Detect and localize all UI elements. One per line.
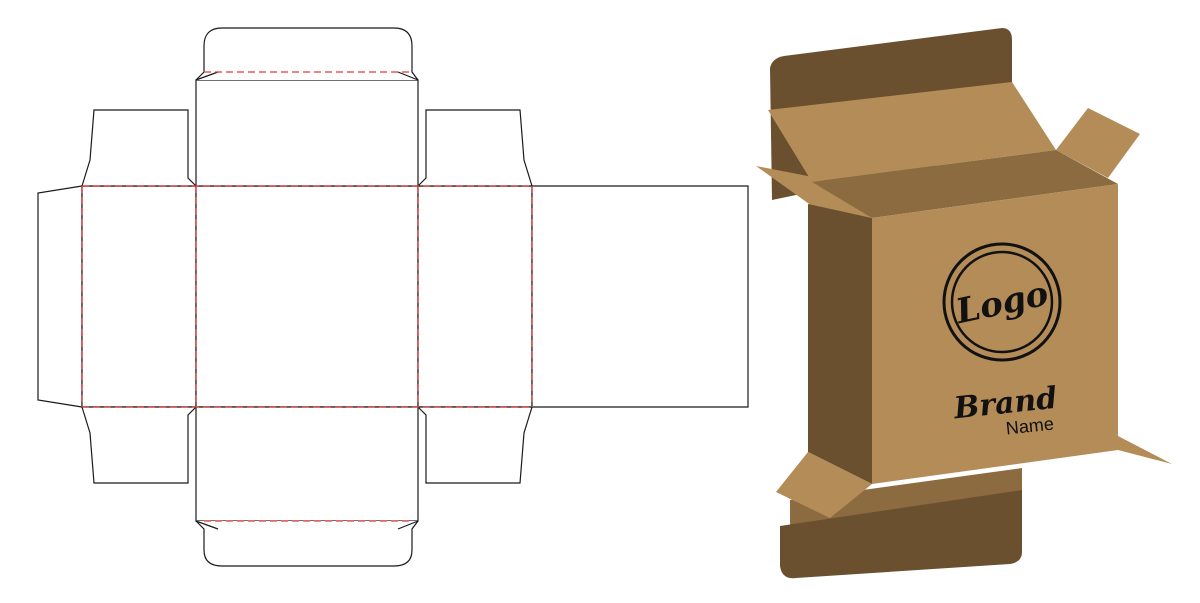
bottom-lid-panel	[195, 406, 419, 522]
glue-flap	[37, 185, 83, 408]
box-opening-inner	[812, 150, 1118, 218]
front-panel	[195, 185, 419, 408]
left-top-dust-flap	[81, 109, 198, 187]
bottom-left-dust-flap-3d	[776, 452, 872, 518]
box-dieline	[37, 27, 749, 567]
logo-inner-ring	[950, 250, 1054, 354]
brand-name-text: Name	[1005, 414, 1055, 439]
right-side-panel	[417, 185, 533, 408]
bottom-right-dust-flap-3d	[1118, 436, 1172, 464]
left-side-face	[808, 204, 872, 484]
bottom-lid-outer	[780, 490, 1022, 579]
kraft-box-mockup: Logo Brand Name	[756, 28, 1172, 579]
bottom-tuck-flap	[195, 520, 419, 567]
logo-outer-ring	[942, 242, 1062, 362]
left-bottom-dust-flap	[81, 406, 198, 484]
right-top-dust-flap	[416, 109, 533, 187]
top-tuck-flap	[195, 27, 419, 81]
left-side-panel	[81, 185, 197, 408]
bottom-tuck-notches	[195, 520, 419, 530]
top-tuck-notches	[195, 71, 419, 81]
top-lid-panel	[195, 79, 419, 187]
fold-lines	[81, 71, 533, 522]
top-tuck-flap-3d	[768, 82, 1056, 182]
front-face	[872, 184, 1118, 484]
back-panel	[531, 185, 749, 408]
right-bottom-dust-flap	[416, 406, 533, 484]
bottom-lid-inner	[790, 468, 1022, 526]
left-dust-flap-3d	[756, 166, 872, 218]
right-dust-flap-3d	[1056, 108, 1140, 178]
